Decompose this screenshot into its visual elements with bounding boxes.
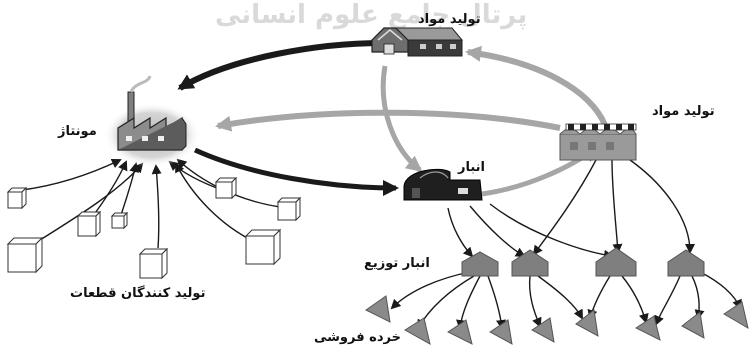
arrow-top-plant-to-assembly bbox=[177, 39, 391, 91]
watermark-text: پرتال جامع علوم انسانی bbox=[215, 0, 528, 30]
top-production-plant-icon bbox=[371, 27, 464, 57]
right-production-plant-icon bbox=[559, 123, 637, 161]
distribution-warehouse-icons bbox=[461, 247, 705, 277]
retail-shapes bbox=[365, 295, 749, 345]
part-boxes bbox=[6, 176, 302, 280]
arrow-supplier-4 bbox=[39, 162, 144, 241]
arrow-right-plant-to-top-plant bbox=[465, 45, 608, 127]
arrow-right-plant-to-assembly bbox=[215, 109, 561, 132]
arrow-wh-to-dc-3 bbox=[489, 203, 614, 260]
part-box-8 bbox=[244, 228, 282, 266]
arrow-assembly-to-warehouse bbox=[193, 147, 399, 196]
label-production-top: تولید مواد bbox=[418, 12, 481, 27]
part-box-7 bbox=[276, 196, 302, 222]
warehouse-icon bbox=[403, 168, 483, 201]
label-parts-producers: تولید کنندگان قطعات bbox=[70, 286, 206, 301]
arrow-wh-to-dc-1 bbox=[447, 207, 474, 258]
part-box-2 bbox=[76, 210, 102, 238]
arrow-supplier-1 bbox=[21, 158, 122, 191]
part-box-5 bbox=[138, 247, 169, 280]
arrow-supplier-5 bbox=[151, 164, 162, 249]
arrow-wh-to-dc-2 bbox=[469, 205, 526, 257]
part-box-6 bbox=[214, 176, 238, 200]
arrow-top-plant-to-warehouse bbox=[380, 65, 423, 172]
arrow-rp-to-dc-2 bbox=[532, 159, 597, 256]
label-assembly: مونتاژ bbox=[58, 124, 97, 139]
label-production-right: تولید مواد bbox=[652, 104, 715, 119]
assembly-plant-icon bbox=[104, 75, 200, 167]
arrow-supplier-8 bbox=[175, 162, 256, 243]
arrow-rp-to-dc-4 bbox=[629, 159, 695, 254]
part-box-1 bbox=[6, 186, 28, 210]
label-warehouse: انبار bbox=[458, 160, 486, 175]
label-distribution-warehouse: انبار توزیع bbox=[364, 256, 430, 271]
part-box-3 bbox=[110, 211, 129, 230]
part-box-4 bbox=[6, 236, 44, 274]
label-retail: خرده فروشی bbox=[314, 330, 401, 345]
arrow-rp-to-dc-3 bbox=[611, 159, 623, 254]
